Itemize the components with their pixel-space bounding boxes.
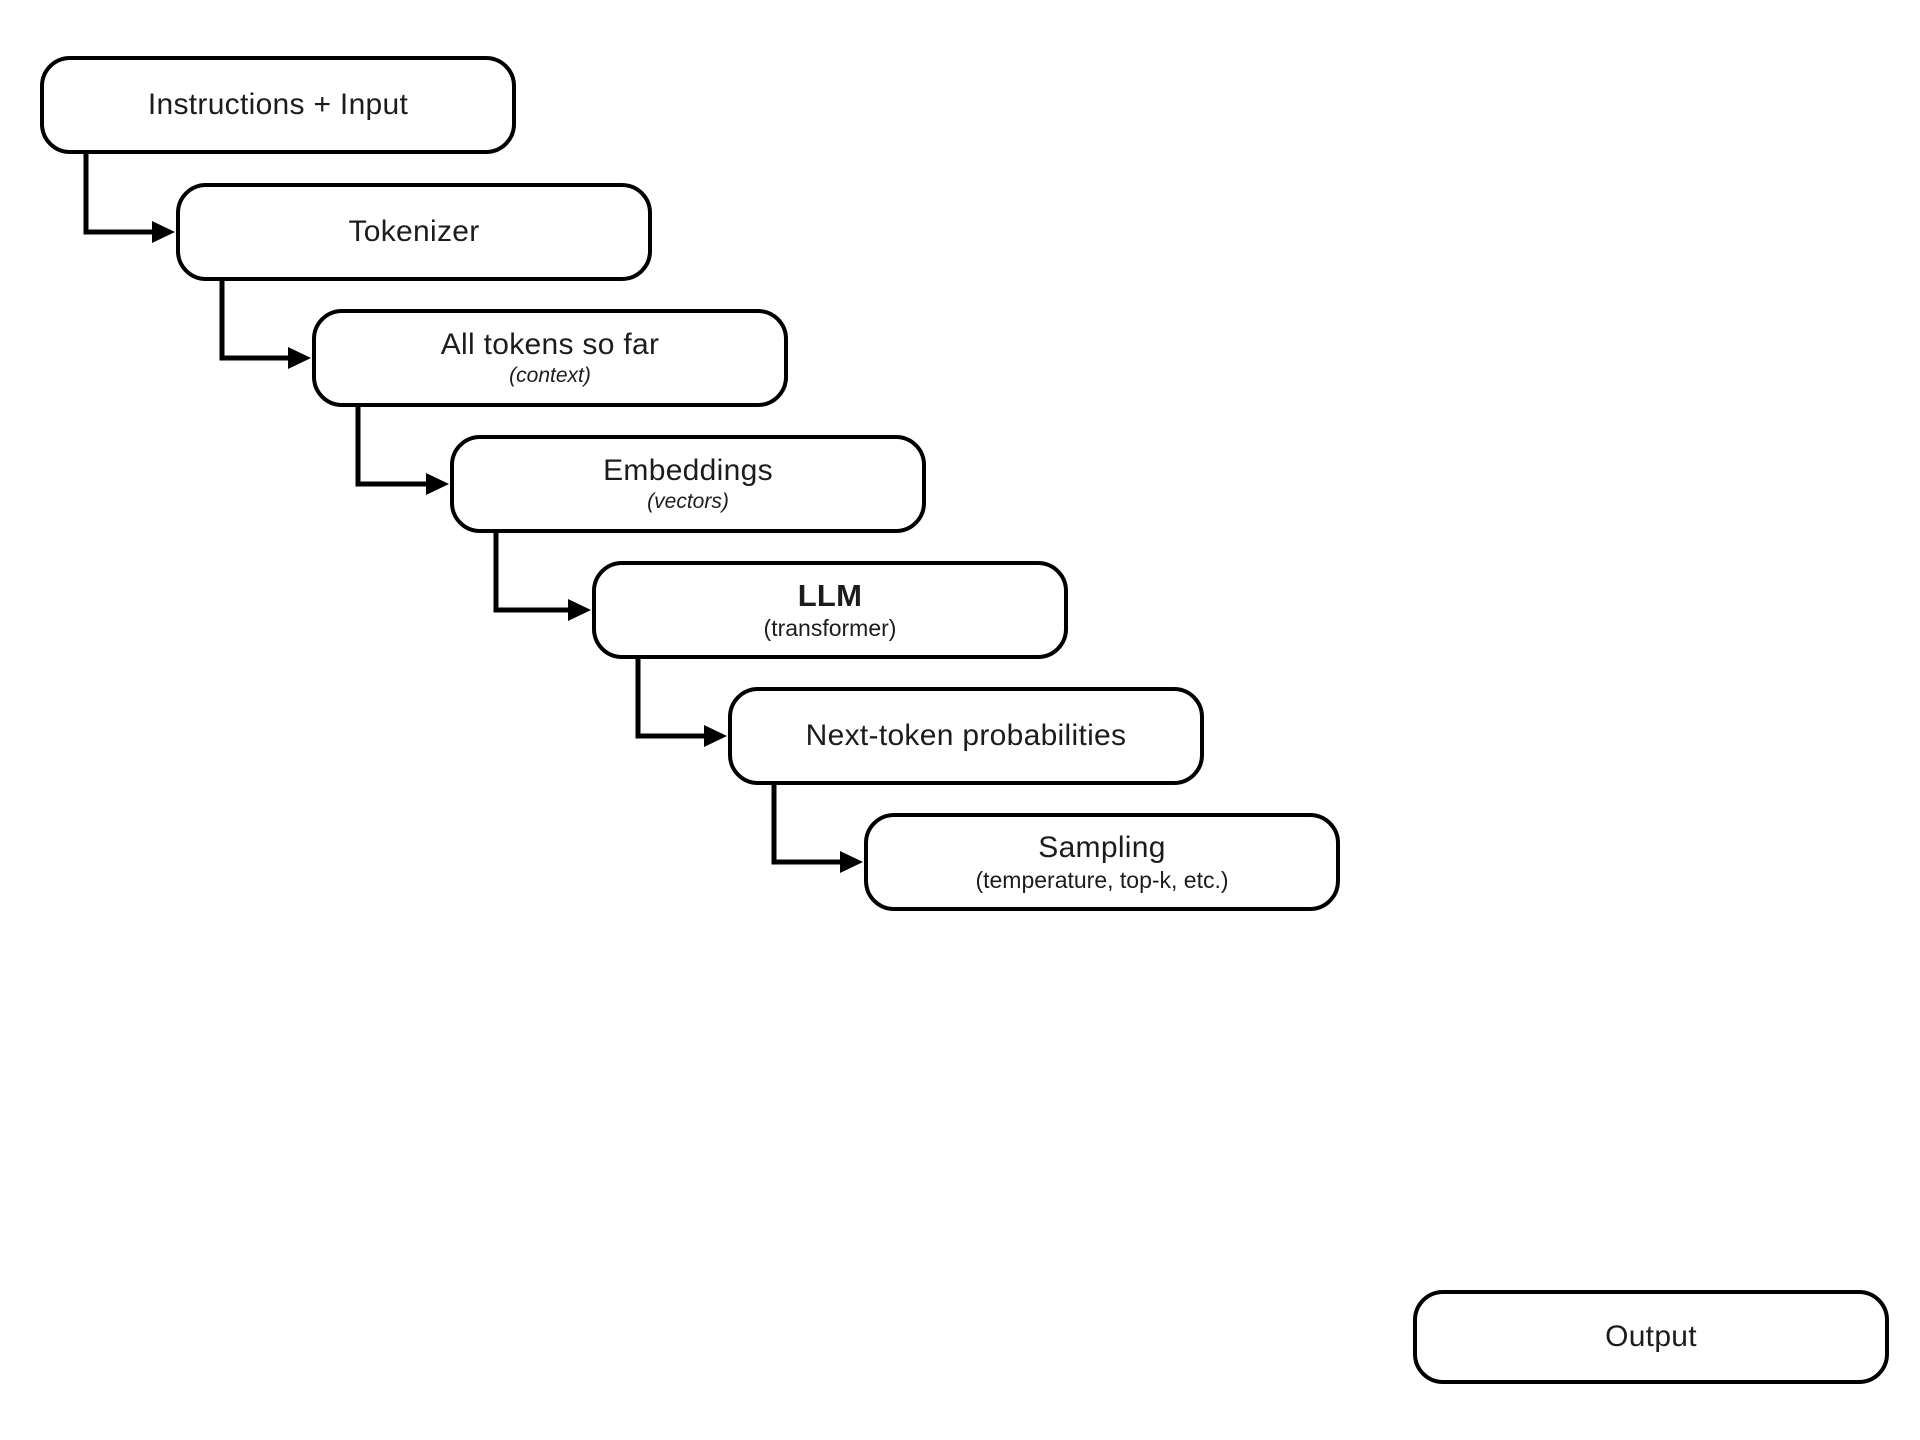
arrow-instructions-to-tokenizer xyxy=(83,151,175,243)
arrowhead-icon xyxy=(704,725,727,747)
box-all-tokens-label: All tokens so far xyxy=(440,328,660,361)
box-output: Output xyxy=(1413,1290,1889,1384)
box-tokenizer: Tokenizer xyxy=(176,183,652,281)
box-sampling-sublabel: (temperature, top-k, etc.) xyxy=(975,867,1229,893)
box-embeddings-sublabel: (vectors) xyxy=(647,490,729,513)
arrow-embeddings-to-llm xyxy=(493,530,591,621)
arrow-all-tokens-to-embeddings xyxy=(355,404,449,495)
box-llm: LLM (transformer) xyxy=(592,561,1068,659)
arrowhead-icon xyxy=(426,473,449,495)
box-all-tokens-so-far: All tokens so far (context) xyxy=(312,309,788,407)
box-tokenizer-label: Tokenizer xyxy=(348,215,480,248)
arrow-tokenizer-to-all-tokens xyxy=(219,278,311,369)
arrowhead-icon xyxy=(568,599,591,621)
arrowhead-icon xyxy=(288,347,311,369)
box-embeddings: Embeddings (vectors) xyxy=(450,435,926,533)
box-instructions-input: Instructions + Input xyxy=(40,56,516,154)
arrow-llm-to-next-token xyxy=(635,656,727,747)
box-sampling-label: Sampling xyxy=(1038,831,1166,864)
box-output-label: Output xyxy=(1605,1320,1697,1353)
box-embeddings-label: Embeddings xyxy=(603,454,773,487)
box-next-token-probabilities: Next-token probabilities xyxy=(728,687,1204,785)
box-sampling: Sampling (temperature, top-k, etc.) xyxy=(864,813,1340,911)
arrowhead-icon xyxy=(152,221,175,243)
box-all-tokens-sublabel: (context) xyxy=(509,364,591,387)
box-instructions-input-label: Instructions + Input xyxy=(147,88,409,121)
arrow-next-token-to-sampling xyxy=(771,782,863,873)
arrowhead-icon xyxy=(840,851,863,873)
box-llm-sublabel: (transformer) xyxy=(763,615,897,641)
box-next-token-probabilities-label: Next-token probabilities xyxy=(805,719,1127,752)
box-llm-label: LLM xyxy=(797,578,863,613)
